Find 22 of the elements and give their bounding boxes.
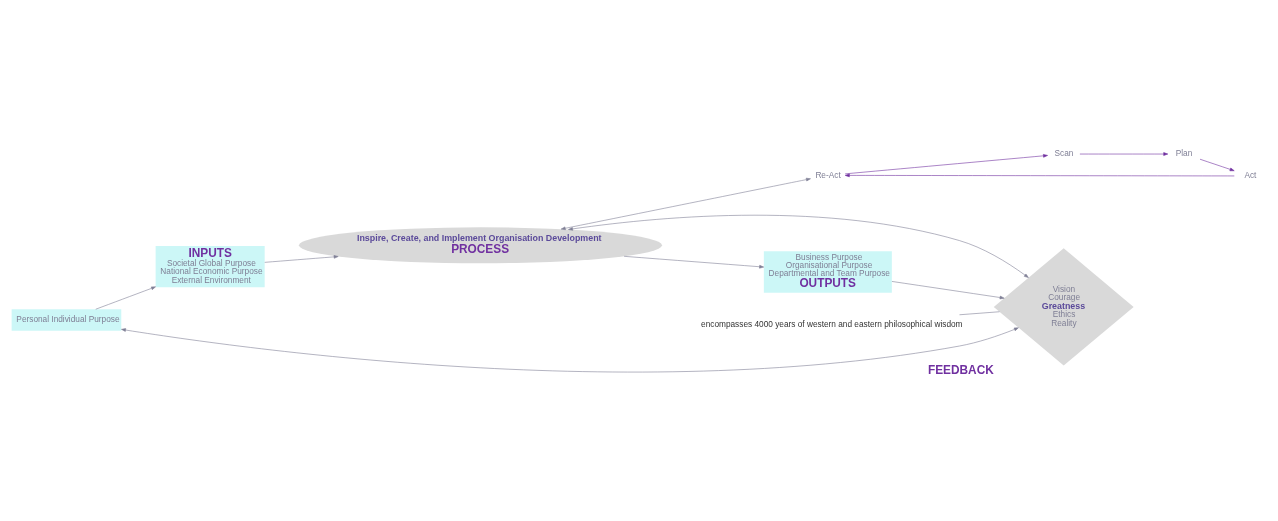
node-text: encompasses 4000 years of western and eastern philosophical wisdom [701, 318, 963, 329]
node-box: INPUTS Societal Global Purpose National Economic Purpose External Environment [155, 245, 265, 287]
node-box: Business Purpose Organisational Purpose Departmental and Team Purpose OUTPUTS [763, 250, 892, 293]
arrow [844, 153, 1048, 174]
connector [959, 310, 1000, 315]
node-label: FEEDBACK [927, 362, 994, 377]
arrow [623, 255, 764, 268]
node-text: Re-Act [815, 169, 841, 180]
node-diamond: Vision Courage Greatness Ethics Reality [993, 247, 1134, 366]
arrow [568, 214, 1029, 278]
arrow [844, 173, 1235, 177]
arrow [264, 254, 339, 263]
arrow [95, 286, 156, 310]
arrow [560, 177, 811, 230]
node-text: Plan [1175, 147, 1193, 158]
node-box: Personal Individual Purpose [11, 308, 122, 331]
node-text: Scan [1054, 147, 1074, 158]
arrow [1199, 158, 1235, 171]
arrow [1079, 151, 1169, 156]
arrow [121, 327, 1019, 372]
arrow [891, 280, 1005, 299]
node-text: Act [1244, 169, 1257, 180]
